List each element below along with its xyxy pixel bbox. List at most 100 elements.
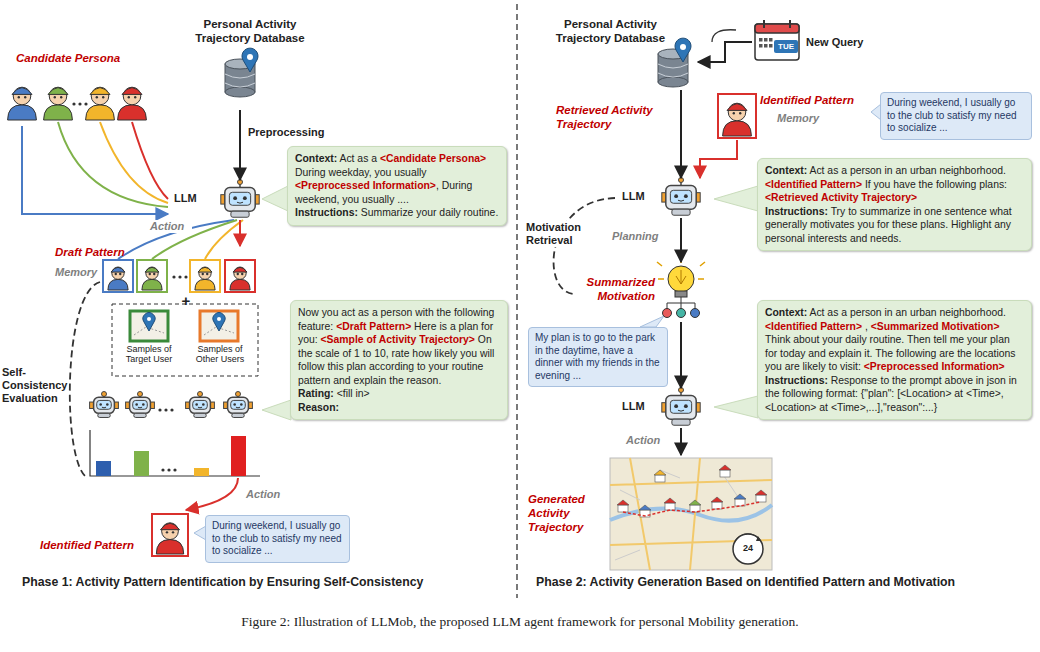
illustration-part <box>610 505 772 521</box>
illustration-part <box>86 105 115 120</box>
placeholder: <Draft Pattern> <box>336 321 411 332</box>
illustration-part <box>184 275 187 278</box>
illustration-part <box>143 313 155 331</box>
prompt-box: Context: Act as a person in an urban nei… <box>757 300 1032 420</box>
keyword: Instructions: <box>295 207 358 218</box>
illustration-part <box>232 413 244 417</box>
illustration-part <box>186 392 215 418</box>
illustration-part <box>230 279 250 290</box>
illustration-part <box>78 102 81 105</box>
illustration-part <box>224 392 253 418</box>
illustration-part <box>173 468 176 471</box>
illustration-part <box>122 88 142 95</box>
illustration-part <box>654 470 666 482</box>
illustration-part <box>230 267 250 290</box>
illustration-part <box>167 468 170 471</box>
illustration-part <box>137 260 167 292</box>
illustration-part <box>678 410 684 412</box>
illustration-part <box>194 468 209 476</box>
prompt-text: Context: Act as a <Candidate Persona> Du… <box>295 152 499 220</box>
prompt-box: Context: Act as a <Candidate Persona> Du… <box>287 146 507 226</box>
illustration-part <box>8 87 37 120</box>
illustration-part <box>152 514 188 556</box>
illustration-part <box>198 267 212 272</box>
illustration-part <box>190 260 220 292</box>
illustration-part <box>149 273 151 275</box>
illustration-part <box>665 503 675 510</box>
illustration-part <box>658 38 691 87</box>
pattern-node: Identified Pattern <box>40 512 190 562</box>
illustration-part <box>610 458 772 570</box>
illustration-part <box>769 44 773 48</box>
illustration-part <box>138 392 143 397</box>
connector-arrow <box>239 220 241 246</box>
illustration-part <box>679 178 684 183</box>
illustration-part <box>58 122 168 207</box>
illustration-part <box>111 267 125 272</box>
illustration-part <box>86 87 115 120</box>
illustration-part <box>243 196 247 200</box>
illustration-part <box>675 38 691 62</box>
illustration-part <box>225 74 255 87</box>
illustration-part <box>60 96 62 98</box>
node-text: Draft Pattern <box>55 246 155 260</box>
llm-agent: LLM <box>618 178 708 218</box>
edge-label: Retrieved Activity Trajectory <box>556 104 668 132</box>
illustration-part <box>8 105 37 120</box>
memory-group: Draft PatternMemory <box>55 246 270 296</box>
illustration-part <box>99 403 102 406</box>
illustration-part <box>106 403 109 406</box>
illustration-part <box>237 273 239 275</box>
illustration-part <box>134 96 136 98</box>
illustration-part <box>133 400 148 409</box>
illustration-part <box>727 104 747 111</box>
illustration-part <box>712 502 722 509</box>
illustration-part <box>663 309 672 318</box>
illustration-part <box>711 497 723 509</box>
illustration-part <box>667 297 695 309</box>
illustration-part <box>668 266 694 292</box>
sample-box: Samples of Target User <box>118 308 180 372</box>
illustration-part <box>190 397 211 413</box>
illustration-part <box>666 186 696 210</box>
illustration-part <box>108 279 128 290</box>
node-text: Identified Pattern <box>40 539 148 553</box>
illustration-part <box>100 122 168 203</box>
illustration-part <box>734 494 746 499</box>
illustration-part <box>112 304 258 376</box>
illustration-part <box>241 273 243 275</box>
prompt-text: During weekend, I usually go to the club… <box>887 97 1025 135</box>
node-text: LLM <box>622 400 652 412</box>
illustration-part <box>723 121 752 136</box>
illustration-part <box>115 273 117 275</box>
placeholder: <Sample of Activity Trajectory> <box>321 334 475 345</box>
connector-arrow <box>22 126 168 214</box>
illustration-part <box>735 534 760 541</box>
illustration-part <box>240 403 243 406</box>
illustration-part <box>97 400 112 409</box>
node-text: Memory <box>777 112 837 125</box>
illustration-part <box>623 502 760 516</box>
illustration-part <box>90 430 260 476</box>
illustration-part <box>233 196 237 200</box>
node-text: Candidate Persona <box>16 52 146 66</box>
illustration-part <box>664 498 676 510</box>
keyword: Instructions: <box>765 206 828 217</box>
illustration-part <box>102 96 104 98</box>
database: Personal Activity Trajectory Database <box>548 18 698 90</box>
connector-arrow <box>680 322 682 388</box>
sample-box: Samples of Other Users <box>186 308 254 372</box>
illustration-part <box>44 105 73 120</box>
illustration-part <box>161 468 164 471</box>
illustration-part <box>691 309 700 318</box>
illustration-part <box>655 475 665 482</box>
illustration-part <box>666 396 696 420</box>
illustration-part <box>194 413 206 417</box>
illustration-part <box>147 317 151 321</box>
node-text: Summarized Motivation <box>575 276 655 304</box>
keyword: Context: <box>295 153 337 164</box>
placeholder: <Preprocessed Information> <box>295 180 436 191</box>
illustration-part <box>44 87 73 120</box>
illustration-part <box>756 536 761 541</box>
keyword: Context: <box>765 165 807 176</box>
